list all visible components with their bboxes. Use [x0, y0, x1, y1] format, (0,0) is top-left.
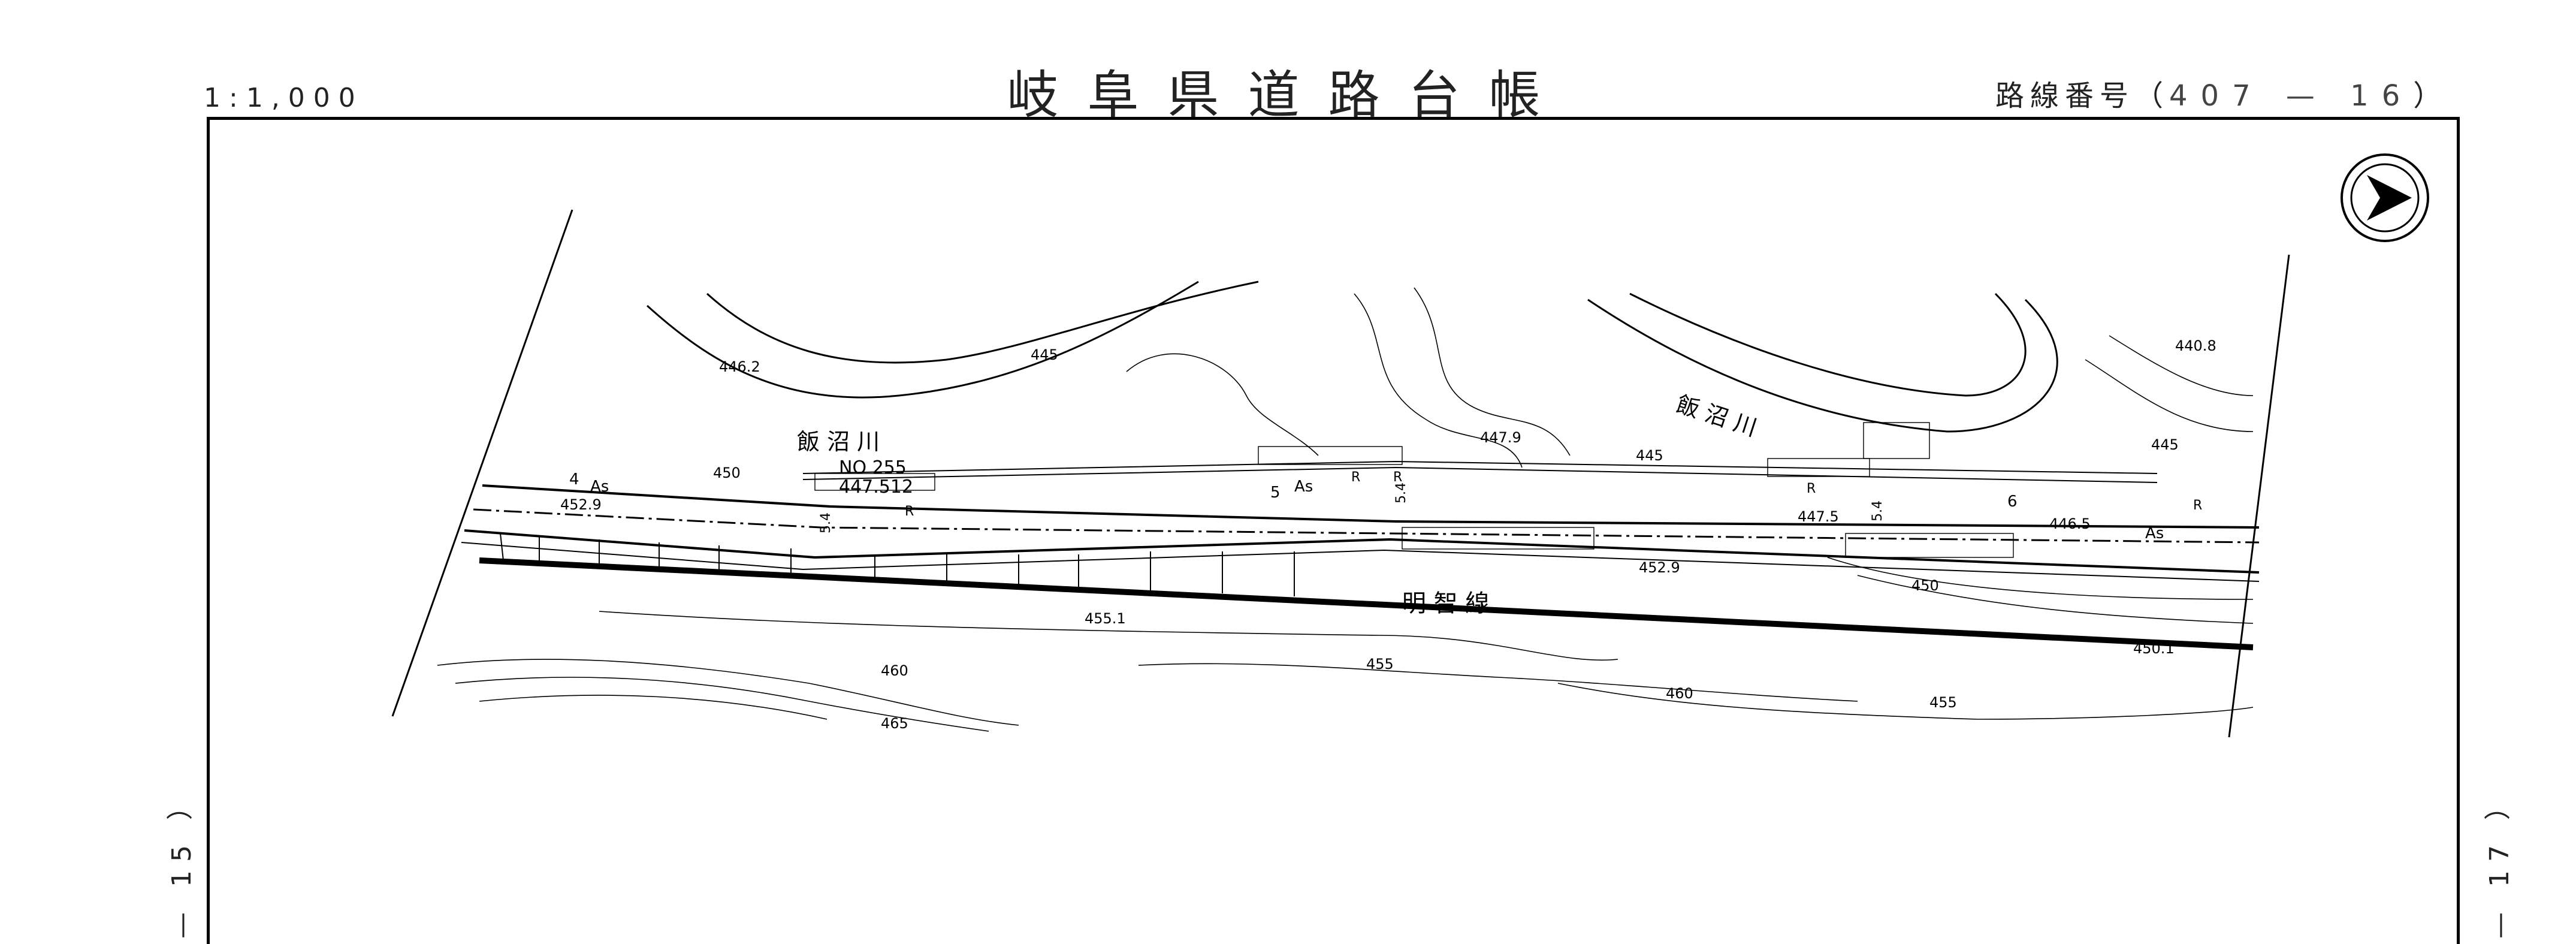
elev-label: 450: [1911, 577, 1939, 594]
elev-label: 465: [881, 715, 908, 732]
elev-label: 452.9: [1639, 559, 1680, 576]
elev-label: 446.5: [2049, 515, 2091, 532]
surface-label: As: [1294, 478, 1313, 496]
route-prefix: 路線番号（: [1995, 79, 2170, 113]
elev-label: 446.2: [719, 358, 760, 375]
width-mark: 5.4: [819, 512, 833, 533]
road-outline: [461, 460, 2260, 650]
width-mark: 5.4: [1870, 500, 1885, 521]
surface-label: As: [2145, 524, 2164, 542]
r-mark: R: [1351, 470, 1360, 485]
r-mark: R: [1393, 470, 1402, 485]
r-mark: R: [1807, 481, 1816, 496]
elev-label: 445: [1636, 447, 1663, 464]
elev-label: 455.1: [1085, 610, 1126, 627]
elev-label: 460: [881, 662, 908, 679]
elev-label: 447.5: [1798, 508, 1839, 525]
map-sheet-boundary: [391, 209, 2290, 738]
elev-label: 447.9: [1480, 429, 1521, 446]
elev-label: 450: [713, 465, 741, 481]
river-name-left: 飯 沼 川: [797, 429, 880, 455]
r-mark: R: [2193, 498, 2202, 513]
elev-label: 445: [1031, 346, 1058, 363]
station-mark: 4: [569, 471, 579, 488]
hatched-areas: [814, 422, 2014, 558]
north-arrow-icon: [2341, 153, 2429, 242]
retaining-wall-marks: [500, 533, 1295, 596]
benchmark-elevation: 447.512: [839, 476, 913, 497]
map-frame: [207, 117, 2460, 944]
route-number: 路線番号（407 — 16）: [1995, 72, 2448, 114]
elev-label: 440.8: [2175, 337, 2216, 354]
river-banks: [646, 281, 2058, 433]
map-scale: 1:1,000: [204, 83, 364, 113]
elev-label: 455: [1366, 656, 1394, 672]
benchmark-number: NO 255: [839, 457, 907, 478]
route-suffix: ）: [2413, 79, 2448, 113]
elev-label: 450.1: [2133, 640, 2175, 657]
contour-lines: [437, 287, 2254, 732]
river-name-right: 飯 沼 川: [1673, 391, 1760, 442]
elev-label: 460: [1666, 685, 1693, 702]
surface-label: As: [590, 478, 609, 496]
route-number-value: 407 — 16: [2169, 79, 2414, 113]
page-title: 岐阜県道路台帳: [1007, 65, 1569, 125]
station-mark: 5: [1270, 484, 1281, 502]
r-mark: R: [905, 504, 914, 519]
width-mark: 5.4: [1394, 482, 1409, 503]
elev-label: 445: [2151, 436, 2179, 453]
road-name: 明 智 線: [1402, 590, 1489, 617]
elev-label: 452.9: [560, 496, 602, 513]
station-mark: 6: [2007, 493, 2018, 511]
elev-label: 455: [1929, 694, 1957, 711]
